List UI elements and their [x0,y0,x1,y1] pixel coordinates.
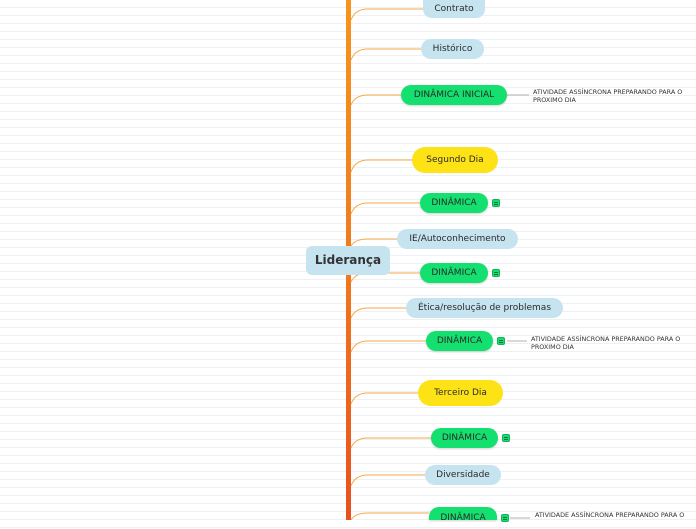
connector-dinamica-inicial [350,94,401,106]
note-icon[interactable] [492,269,500,277]
connector-historico [350,48,421,61]
note-icon[interactable] [497,337,505,345]
topic-diversidade[interactable]: Diversidade [425,465,501,485]
topic-etica[interactable]: Ética/resolução de problemas [406,298,563,318]
connector-terceiro-dia [350,392,418,405]
topic-dinamica-4[interactable]: DINÂMICA [431,428,498,448]
central-topic[interactable]: Liderança [306,246,390,275]
topic-segundo-dia[interactable]: Segundo Dia [412,147,498,173]
note-icon[interactable] [492,199,500,207]
topic-dinamica-3[interactable]: DINÂMICA [426,331,493,351]
topic-dinamica-5[interactable]: DINÂMICA [429,507,497,523]
topic-dinamica-inicial[interactable]: DINÂMICA INICIAL [401,85,507,105]
topic-historico[interactable]: Histórico [421,39,484,59]
connector-dinamica-1 [350,202,420,215]
connector-segundo-dia [350,159,412,173]
connector-dinamica-3 [350,340,426,353]
subtopic-atividade-3[interactable]: ATIVIDADE ASSÍNCRONA PREPARANDO PARA O [535,511,685,519]
topic-terceiro-dia[interactable]: Terceiro Dia [418,380,503,406]
subtopic-atividade-1[interactable]: ATIVIDADE ASSÍNCRONA PREPARANDO PARA O P… [533,88,683,104]
connector-diversidade [350,474,425,487]
topic-dinamica-2[interactable]: DINÂMICA [420,263,488,283]
connector-ie [350,238,397,247]
connector-etica [350,307,406,319]
subtopic-atividade-2[interactable]: ATIVIDADE ASSÍNCRONA PREPARANDO PARA O P… [531,335,681,351]
topic-contrato[interactable]: Contrato [423,0,485,18]
topic-dinamica-1[interactable]: DINÂMICA [420,193,488,213]
connector-dinamica-4 [350,437,431,449]
note-icon[interactable] [502,434,510,442]
connector-contrato [350,8,423,21]
topic-ie-autoconhecimento[interactable]: IE/Autoconhecimento [397,229,518,249]
connector-dinamica-5 [350,512,429,520]
note-icon[interactable] [501,514,509,522]
